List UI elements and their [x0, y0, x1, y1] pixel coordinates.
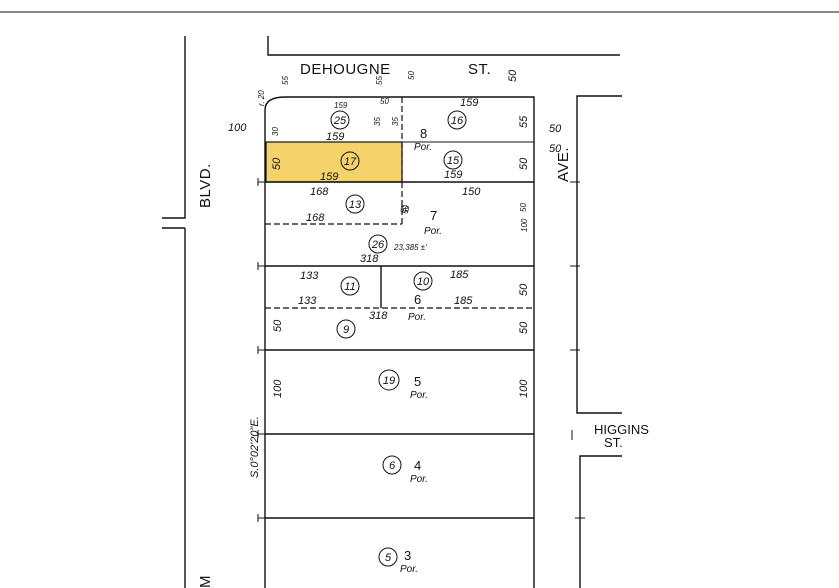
ave-west-line-lower [579, 455, 622, 588]
blvd-east-line [162, 36, 186, 219]
lot-number: 6 [414, 292, 421, 307]
parcel-6[interactable]: 6 [382, 455, 402, 475]
svg-text:185: 185 [450, 269, 469, 281]
lot-3[interactable]: 3 Por. [400, 548, 418, 575]
svg-text:25: 25 [333, 115, 347, 127]
svg-text:35: 35 [391, 117, 400, 126]
parcel-11[interactable]: 11 [340, 276, 360, 296]
svg-text:159: 159 [320, 171, 338, 183]
svg-text:11: 11 [344, 281, 355, 293]
street-dehougne-label: DEHOUGNE [300, 61, 391, 78]
svg-text:318: 318 [369, 310, 388, 322]
parcel-26[interactable]: 26 [368, 234, 388, 254]
lot-number: 3 [404, 548, 411, 563]
svg-text:6: 6 [389, 460, 396, 472]
lot-8[interactable]: 8 Por. [414, 126, 432, 153]
svg-text:50: 50 [519, 203, 528, 212]
street-higgins-label: HIGGINS [594, 422, 649, 437]
svg-text:100: 100 [520, 218, 529, 232]
lot-por: Por. [400, 564, 418, 575]
lot-por: Por. [410, 390, 428, 401]
svg-text:9: 9 [343, 324, 349, 336]
svg-text:159: 159 [334, 101, 348, 110]
svg-text:159: 159 [444, 169, 462, 181]
svg-text:55: 55 [281, 76, 290, 85]
parcel-10[interactable]: 10 [413, 271, 433, 291]
bearing-label: S.0°02'20"E. [249, 416, 261, 478]
svg-text:13: 13 [349, 199, 362, 211]
street-ave-label: AVE. [555, 147, 572, 182]
svg-text:19: 19 [383, 375, 395, 387]
lot-por: Por. [424, 226, 442, 237]
lot-por: Por. [410, 474, 428, 485]
svg-text:r. 20: r. 20 [257, 90, 266, 106]
svg-text:35: 35 [373, 117, 382, 126]
svg-text:15: 15 [447, 155, 460, 167]
svg-text:17: 17 [344, 156, 357, 168]
svg-text:55: 55 [518, 115, 530, 128]
svg-text:100: 100 [518, 379, 530, 398]
svg-text:100: 100 [272, 379, 284, 398]
lot-number: 7 [430, 208, 437, 223]
left-ticks [257, 178, 268, 522]
svg-text:5: 5 [385, 552, 392, 564]
svg-text:50: 50 [518, 157, 530, 170]
svg-text:55: 55 [375, 76, 384, 85]
dimension-labels: 55 50 55 50 100 159 159 159 159 55 50 35… [228, 69, 562, 398]
street-left-bottom-label: M [197, 575, 214, 588]
parcel-17-highlight[interactable] [265, 141, 403, 183]
parcel-16[interactable]: 16 [447, 110, 467, 130]
lot-5[interactable]: 5 Por. [410, 374, 428, 401]
ave-west-line [576, 95, 622, 414]
street-higgins-suffix: ST. [604, 435, 623, 450]
svg-text:50: 50 [549, 143, 562, 155]
lot-number: 4 [414, 458, 421, 473]
svg-text:30: 30 [271, 127, 280, 136]
svg-text:50: 50 [271, 157, 283, 170]
lot-por: Por. [414, 142, 432, 153]
svg-text:50: 50 [400, 205, 409, 214]
svg-text:50: 50 [401, 205, 410, 214]
dehougne-street-line [267, 36, 620, 56]
lot-6[interactable]: 6 Por. [408, 292, 426, 323]
parcel-13[interactable]: 13 [345, 194, 365, 214]
svg-text:133: 133 [298, 295, 317, 307]
svg-text:50: 50 [272, 319, 284, 332]
svg-text:50: 50 [549, 123, 562, 135]
parcel-5[interactable]: 5 [378, 547, 398, 567]
area-note: 23,385 ±' [393, 243, 427, 252]
lot-7[interactable]: 7 Por. [424, 208, 442, 237]
svg-text:50: 50 [507, 69, 519, 82]
street-blvd-label: BLVD. [197, 163, 214, 208]
parcel-17[interactable]: 17 [340, 151, 360, 171]
svg-text:159: 159 [326, 131, 344, 143]
svg-text:16: 16 [451, 115, 464, 127]
svg-text:318: 318 [360, 253, 379, 265]
svg-text:185: 185 [454, 295, 473, 307]
svg-text:100: 100 [228, 122, 247, 134]
parcel-25[interactable]: 25 [330, 110, 350, 130]
lot-number: 8 [420, 126, 427, 141]
svg-text:26: 26 [371, 239, 385, 251]
lot-4[interactable]: 4 Por. [410, 458, 428, 485]
svg-text:50: 50 [380, 97, 389, 106]
svg-text:168: 168 [306, 212, 325, 224]
svg-text:50: 50 [407, 71, 416, 80]
block-outline-top-right [264, 96, 535, 588]
right-ticks [570, 181, 585, 519]
lot-number: 5 [414, 374, 421, 389]
svg-text:133: 133 [300, 270, 319, 282]
svg-text:50: 50 [518, 283, 530, 296]
svg-text:10: 10 [417, 276, 430, 288]
svg-text:50: 50 [518, 321, 530, 334]
svg-text:150: 150 [462, 186, 481, 198]
street-dehougne-suffix: ST. [468, 61, 491, 78]
parcel-9[interactable]: 9 [336, 319, 356, 339]
parcel-15[interactable]: 15 [443, 150, 463, 170]
svg-text:159: 159 [460, 97, 478, 109]
parcel-19[interactable]: 19 [378, 369, 400, 391]
svg-text:168: 168 [310, 186, 329, 198]
lot-por: Por. [408, 312, 426, 323]
